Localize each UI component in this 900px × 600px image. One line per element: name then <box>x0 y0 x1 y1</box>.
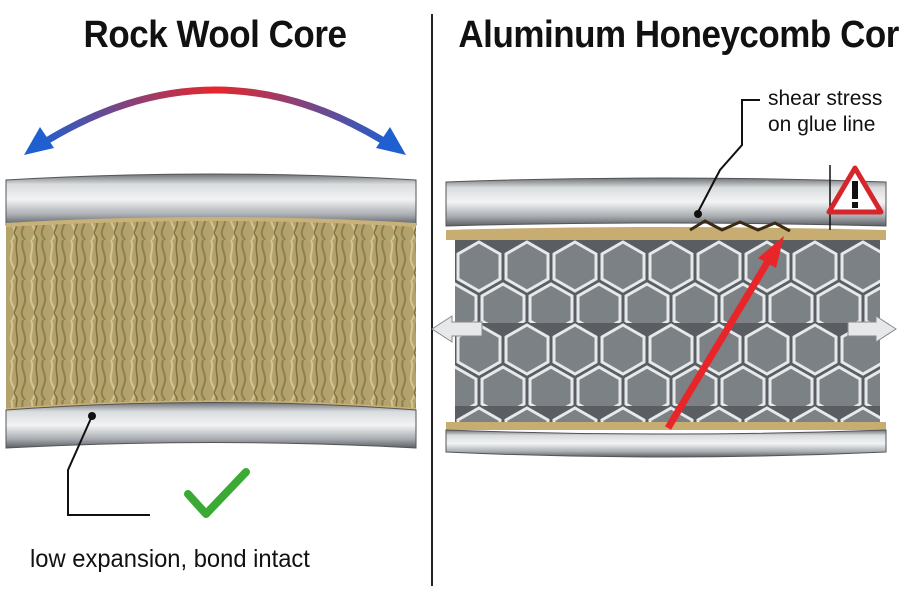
shear-callout-line1: shear stress <box>768 87 883 110</box>
honeycomb-title: Aluminum Honeycomb Core <box>458 14 900 56</box>
honeycomb-core <box>455 240 880 425</box>
top-glue-line <box>5 217 417 227</box>
shear-leader-dot <box>694 210 702 218</box>
expansion-arrow-icon <box>431 315 483 343</box>
delamination-crack <box>689 219 791 233</box>
bond-intact-caption: low expansion, bond intact <box>30 545 310 573</box>
rock-wool-title: Rock Wool Core <box>83 14 347 56</box>
bottom-face-sheet <box>445 429 887 458</box>
rock-wool-core <box>6 219 416 410</box>
bottom-face-sheet <box>5 402 417 449</box>
honeycomb-panel <box>445 177 887 458</box>
shear-leader-line <box>697 99 760 213</box>
shear-stress-callout: shear stress on glue line <box>768 86 882 138</box>
expansion-arrow-icon <box>847 315 897 343</box>
top-glue-line <box>446 227 886 240</box>
bond-leader-dot <box>88 412 96 420</box>
top-face-sheet <box>445 177 887 227</box>
checkmark-icon <box>184 468 250 518</box>
double-headed-bend-arrow-icon <box>24 86 406 155</box>
bond-leader-line <box>67 415 150 516</box>
rock-wool-panel <box>5 173 417 449</box>
shear-arrow-icon <box>664 256 774 430</box>
shear-arrow-head <box>758 236 784 268</box>
shear-callout-line2: on glue line <box>768 113 876 136</box>
warning-triangle-icon <box>826 165 884 230</box>
